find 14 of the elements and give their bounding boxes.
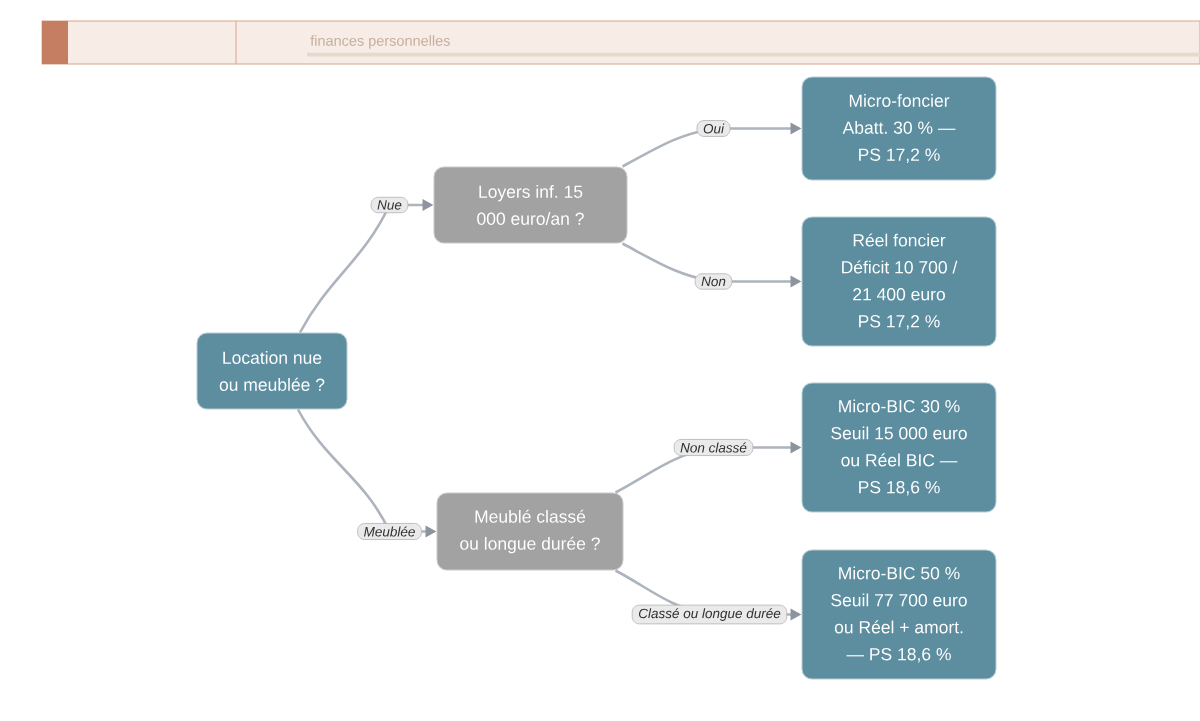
edge-label: Meublée: [357, 523, 422, 540]
question-box: Location nue ou meublée ?: [196, 332, 348, 410]
question-box: Loyers inf. 15 000 euro/an ?: [433, 166, 628, 244]
edge-label: Non classé: [673, 439, 754, 456]
edge-label: Nue: [370, 196, 409, 214]
result-box: Micro-BIC 50 % Seuil 77 700 euro ou Réel + amort. — PS 18,6 %: [801, 549, 997, 680]
edge-label: Classé ou longue durée: [631, 604, 788, 625]
edge-label: Oui: [696, 120, 731, 137]
result-box: Micro-foncier Abatt. 30 % — PS 17,2 %: [801, 76, 997, 181]
question-box: Meublé classé ou longue durée ?: [436, 492, 624, 571]
tagline: finances personnelles: [310, 35, 450, 49]
result-box: Micro-BIC 30 % Seuil 15 000 euro ou Réel BIC — PS 18,6 %: [801, 382, 997, 513]
result-box: Réel foncier Déficit 10 700 / 21 400 euro PS 17,2 %: [801, 216, 997, 347]
edge-label: Non: [694, 273, 733, 290]
